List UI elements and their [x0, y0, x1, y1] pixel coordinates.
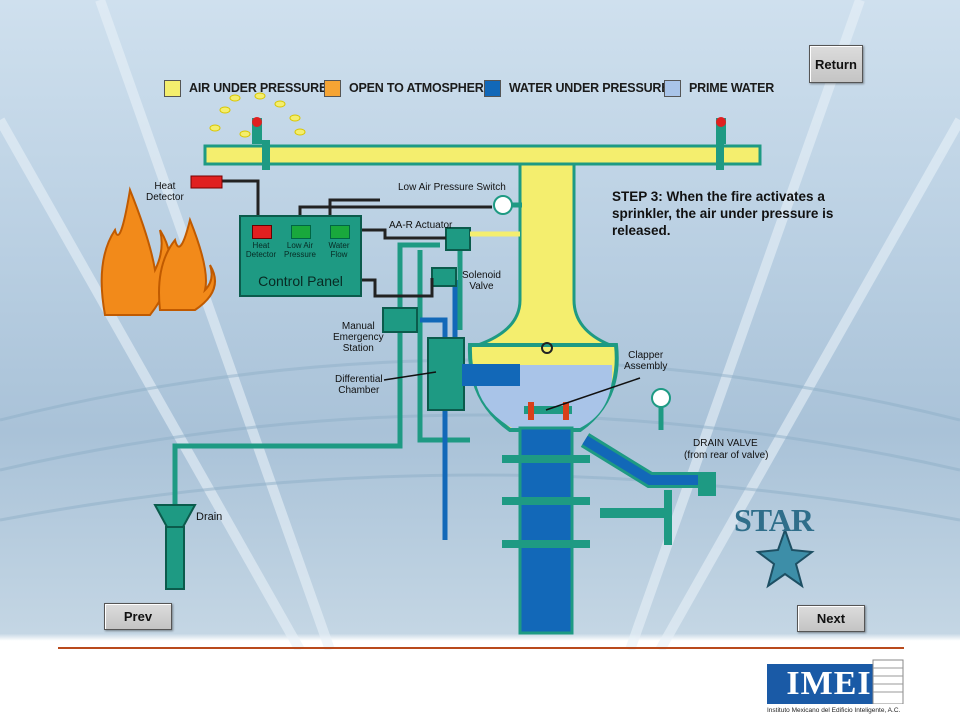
label-drain-valve: DRAIN VALVE — [693, 438, 758, 449]
legend-prime-water: PRIME WATER — [664, 78, 774, 98]
step-description: STEP 3: When the fire activates a sprink… — [612, 189, 834, 238]
control-panel: Heat Detector Low Air Pressure Water Flo… — [239, 215, 362, 297]
label-drain: Drain — [196, 511, 223, 523]
fire-flames — [100, 186, 216, 316]
indicator-heat-detector — [252, 225, 272, 239]
star-logo-text: STAR — [734, 502, 814, 538]
footer-divider — [58, 647, 904, 649]
legend-label: AIR UNDER PRESSURE — [189, 81, 328, 95]
legend-water-under-pressure: WATER UNDER PRESSURE — [484, 78, 670, 98]
label-clapper-assembly: Clapper Assembly — [624, 350, 668, 372]
indicator-low-air-pressure — [291, 225, 311, 239]
legend-open-to-atmosphere: OPEN TO ATMOSPHERE — [324, 78, 492, 98]
legend-swatch — [164, 79, 181, 97]
star-icon — [755, 526, 815, 589]
indicator-label: Low Air Pressure — [283, 241, 316, 259]
legend-swatch — [664, 79, 681, 97]
label-solenoid-valve: Solenoid Valve — [462, 270, 501, 292]
sprinkler-head-active — [209, 92, 306, 144]
building-icon — [872, 659, 904, 704]
return-button[interactable]: Return — [809, 45, 863, 83]
legend-air-under-pressure: AIR UNDER PRESSURE — [164, 78, 327, 98]
control-panel-title: Control Panel — [258, 273, 343, 289]
label-drain-valve-note: (from rear of valve) — [684, 450, 769, 461]
heat-detector-device — [190, 175, 223, 189]
star-logo: STAR — [730, 500, 820, 590]
legend-label: PRIME WATER — [689, 81, 775, 95]
label-differential-chamber: Differential Chamber — [335, 374, 383, 396]
imei-logo-caption: Instituto Mexicano del Edificio Intelige… — [767, 707, 901, 714]
indicator-label: Heat Detector — [245, 241, 277, 259]
label-low-air-pressure-switch: Low Air Pressure Switch — [398, 182, 506, 193]
differential-chamber — [427, 337, 465, 411]
solenoid-valve — [431, 267, 457, 287]
aar-actuator — [445, 227, 471, 251]
sprinkler-system-diagram — [100, 92, 762, 635]
indicator-label: Water Flow — [328, 241, 350, 259]
next-button[interactable]: Next — [797, 605, 865, 632]
manual-emergency-station — [382, 307, 418, 333]
legend-label: OPEN TO ATMOSPHERE — [349, 81, 492, 95]
label-aar-actuator: AA-R Actuator — [389, 220, 453, 231]
drain-funnel — [153, 504, 197, 590]
sprinkler-head — [716, 117, 726, 144]
imei-logo-text: IMEI — [767, 664, 891, 704]
legend-swatch — [324, 79, 341, 97]
legend-swatch — [484, 79, 501, 97]
imei-logo: IMEI Instituto Mexicano del Edificio Int… — [767, 659, 917, 716]
air-supply-pipe — [203, 140, 762, 170]
label-heat-detector: Heat Detector — [146, 181, 184, 203]
legend-label: WATER UNDER PRESSURE — [509, 81, 670, 95]
prev-button[interactable]: Prev — [104, 603, 172, 630]
label-manual-emergency-station: Manual Emergency Station — [333, 321, 384, 354]
indicator-water-flow — [330, 225, 350, 239]
